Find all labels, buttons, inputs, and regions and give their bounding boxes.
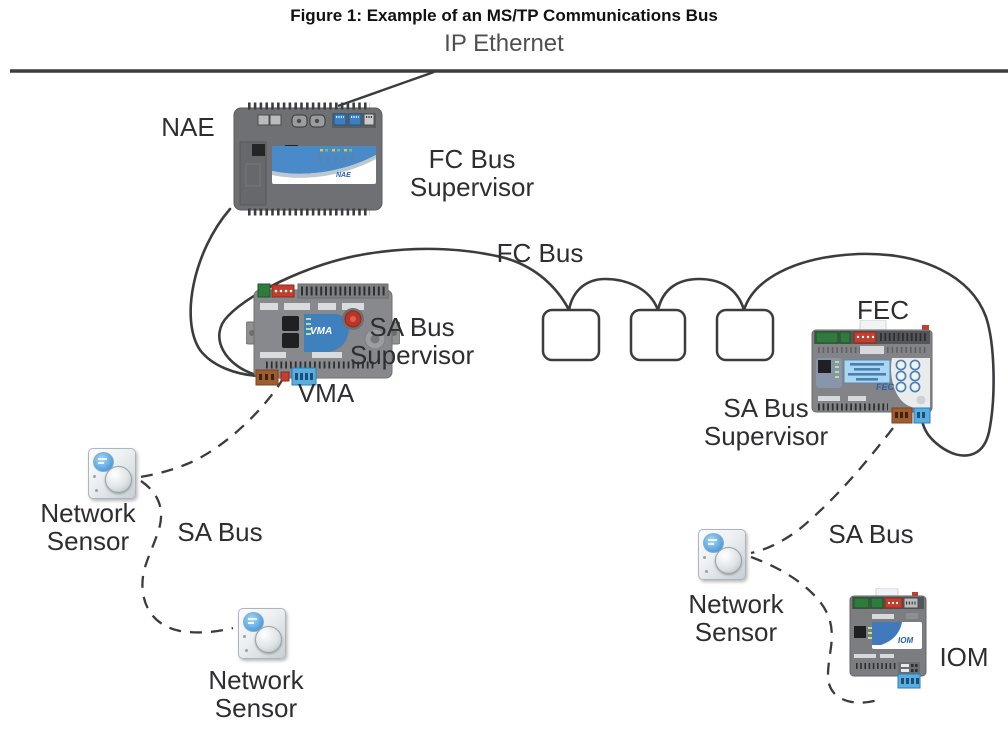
nae-role-label: FC Bus Supervisor bbox=[409, 144, 535, 202]
iom-label: IOM bbox=[939, 642, 989, 672]
fc-bus-label: FC Bus bbox=[496, 238, 584, 268]
sensor-display-icon bbox=[703, 533, 724, 553]
vma-faceplate-text: VMA bbox=[310, 326, 333, 337]
network-sensor-bottom-image bbox=[238, 608, 286, 659]
sensor-led-dot bbox=[705, 570, 708, 573]
sensor-dial-icon bbox=[255, 626, 282, 653]
iom-device-image: IOM bbox=[846, 587, 930, 690]
nae-label: NAE bbox=[161, 112, 215, 142]
ip-ethernet-label: IP Ethernet bbox=[444, 30, 564, 57]
nae-device-image: NAE bbox=[232, 100, 384, 218]
fc-bus-node1-to-node2 bbox=[567, 277, 660, 312]
fec-label: FEC bbox=[857, 295, 909, 325]
sensor-display-icon bbox=[93, 452, 114, 472]
fc-bus-node3-to-fec bbox=[742, 252, 995, 457]
sensor-display-icon bbox=[243, 612, 264, 632]
network-sensor-right-image bbox=[698, 529, 746, 580]
sa-bus-right-label: SA Bus bbox=[828, 519, 914, 549]
iom-faceplate-text: IOM bbox=[898, 636, 914, 645]
fec-device-image: FEC bbox=[808, 319, 936, 426]
sensor-led-dot bbox=[703, 556, 706, 559]
fec-faceplate-text: FEC bbox=[876, 382, 894, 392]
sensor-led-dot bbox=[93, 475, 96, 478]
network-sensor-left-image bbox=[88, 448, 136, 499]
vma-device-art bbox=[245, 283, 401, 386]
network-sensor-right-label: Network Sensor bbox=[688, 589, 784, 647]
nae-device-art bbox=[233, 102, 383, 216]
sa-bus-fec-to-sensor bbox=[750, 427, 894, 555]
iom-device-art bbox=[849, 587, 927, 689]
sensor-led-dot bbox=[243, 635, 246, 638]
network-sensor-bottom-label: Network Sensor bbox=[208, 665, 304, 723]
fc-bus-device-node-1 bbox=[541, 308, 601, 362]
sa-bus-sensor-to-iom bbox=[750, 555, 882, 704]
fec-device-art bbox=[811, 319, 933, 424]
sensor-led-dot bbox=[245, 649, 248, 652]
sa-bus-sensor-to-sensor bbox=[140, 480, 234, 634]
fc-bus-node2-to-node3 bbox=[656, 277, 746, 312]
nae-ethernet-drop-line bbox=[337, 70, 435, 108]
fc-bus-device-node-3 bbox=[715, 308, 775, 362]
sensor-dial-icon bbox=[105, 466, 132, 493]
figure-title: Figure 1: Example of an MS/TP Communicat… bbox=[290, 6, 718, 25]
vma-role-label: SA Bus Supervisor bbox=[349, 312, 475, 370]
fc-bus-nae-to-vma bbox=[189, 207, 262, 378]
fc-bus-device-node-2 bbox=[629, 308, 687, 362]
vma-label: VMA bbox=[297, 378, 355, 408]
network-sensor-left-label: Network Sensor bbox=[40, 498, 136, 556]
sensor-led-dot bbox=[95, 489, 98, 492]
fc-bus-vma-to-node1 bbox=[218, 247, 571, 378]
sensor-dial-icon bbox=[715, 547, 742, 574]
sa-bus-vma-to-sensor bbox=[139, 376, 285, 479]
fec-role-label: SA Bus Supervisor bbox=[703, 393, 829, 451]
vma-device-image: VMA bbox=[245, 282, 401, 394]
nae-faceplate-text: NAE bbox=[336, 172, 351, 179]
sa-bus-left-label: SA Bus bbox=[177, 517, 263, 547]
